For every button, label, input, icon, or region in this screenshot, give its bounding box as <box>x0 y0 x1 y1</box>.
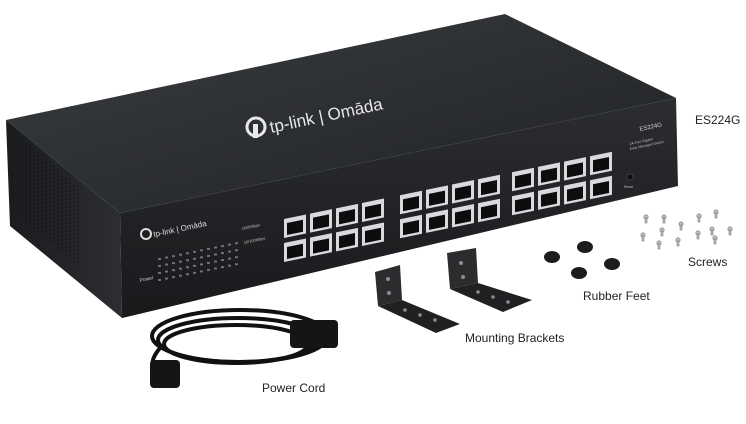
ethernet-port <box>452 204 474 228</box>
screws <box>640 209 733 250</box>
ethernet-port <box>336 227 358 252</box>
status-led <box>214 260 217 263</box>
status-led <box>186 252 189 255</box>
status-led <box>158 265 161 267</box>
ethernet-port <box>478 174 500 199</box>
led-panel <box>158 242 238 281</box>
ethernet-port <box>284 238 306 262</box>
front-model-text: ES224G <box>639 122 663 133</box>
mounting-brackets-label: Mounting Brackets <box>465 331 565 345</box>
ethernet-port <box>426 209 448 233</box>
status-led <box>228 264 231 267</box>
switch-top-face <box>6 14 676 213</box>
status-led <box>228 250 231 253</box>
led-legend-2: 10/100Mbps <box>243 236 266 245</box>
rubber-feet <box>544 241 620 279</box>
ethernet-port <box>590 175 612 200</box>
status-led <box>228 257 231 260</box>
status-led <box>158 279 161 281</box>
status-led <box>214 267 217 270</box>
status-led <box>214 253 217 256</box>
ethernet-port <box>284 214 306 238</box>
status-led <box>186 266 189 269</box>
ethernet-port <box>310 209 332 233</box>
ethernet-port <box>310 233 332 257</box>
status-led <box>214 246 217 249</box>
status-led <box>193 250 196 253</box>
model-label: ES224G <box>695 113 741 127</box>
status-led <box>235 263 238 266</box>
status-led <box>228 243 231 246</box>
ethernet-port <box>564 157 586 181</box>
ethernet-port <box>336 203 358 228</box>
status-led <box>158 272 161 274</box>
status-led <box>165 270 168 273</box>
power-cord-label: Power Cord <box>262 381 326 395</box>
status-led <box>193 257 196 260</box>
ethernet-port <box>590 151 612 176</box>
ethernet-port <box>512 167 534 192</box>
status-led <box>235 249 238 252</box>
front-subtitle-1: 24-Port Gigabit <box>629 137 653 146</box>
status-led <box>235 242 238 245</box>
led-legend-1: 1000Mbps <box>241 222 260 231</box>
reset-button-hole <box>626 173 634 181</box>
status-led <box>165 277 168 280</box>
status-led <box>207 268 210 271</box>
status-led <box>179 274 182 277</box>
status-led <box>179 253 182 256</box>
power-led-label: Power <box>139 275 154 284</box>
status-led <box>193 264 196 267</box>
status-led <box>193 271 196 274</box>
port-blocks <box>284 151 612 262</box>
reset-label: Reset <box>624 185 633 189</box>
status-led <box>207 247 210 250</box>
ethernet-port <box>478 198 500 223</box>
ethernet-port <box>400 214 422 239</box>
switch-front-face <box>120 98 678 318</box>
ethernet-port <box>362 222 384 247</box>
status-led <box>200 263 203 266</box>
plug-head <box>290 320 338 348</box>
ethernet-port <box>538 162 560 186</box>
status-led <box>200 249 203 252</box>
ethernet-port <box>452 180 474 204</box>
ethernet-port <box>362 198 384 223</box>
ethernet-port <box>564 181 586 205</box>
ethernet-port <box>512 191 534 216</box>
status-led <box>172 262 175 265</box>
status-led <box>165 263 168 266</box>
screws-label: Screws <box>688 255 728 269</box>
status-led <box>179 267 182 270</box>
status-led <box>221 259 224 262</box>
status-led <box>235 256 238 259</box>
status-led <box>172 255 175 258</box>
rubber-feet-label: Rubber Feet <box>583 289 650 303</box>
ethernet-port <box>538 186 560 210</box>
status-led <box>221 245 224 248</box>
front-subtitle-2: Easy Managed Switch <box>629 140 664 151</box>
status-led <box>207 261 210 264</box>
status-led <box>179 260 182 263</box>
status-led <box>186 259 189 262</box>
status-led <box>207 254 210 257</box>
status-led <box>172 269 175 272</box>
mounting-brackets <box>375 248 532 333</box>
status-led <box>221 252 224 255</box>
status-led <box>186 273 189 276</box>
status-led <box>158 258 161 260</box>
status-led <box>221 266 224 269</box>
ethernet-port <box>400 190 422 215</box>
connector-head <box>150 360 180 388</box>
ethernet-port <box>426 185 448 209</box>
status-led <box>172 276 175 279</box>
status-led <box>200 270 203 273</box>
status-led <box>165 256 168 259</box>
status-led <box>200 256 203 259</box>
